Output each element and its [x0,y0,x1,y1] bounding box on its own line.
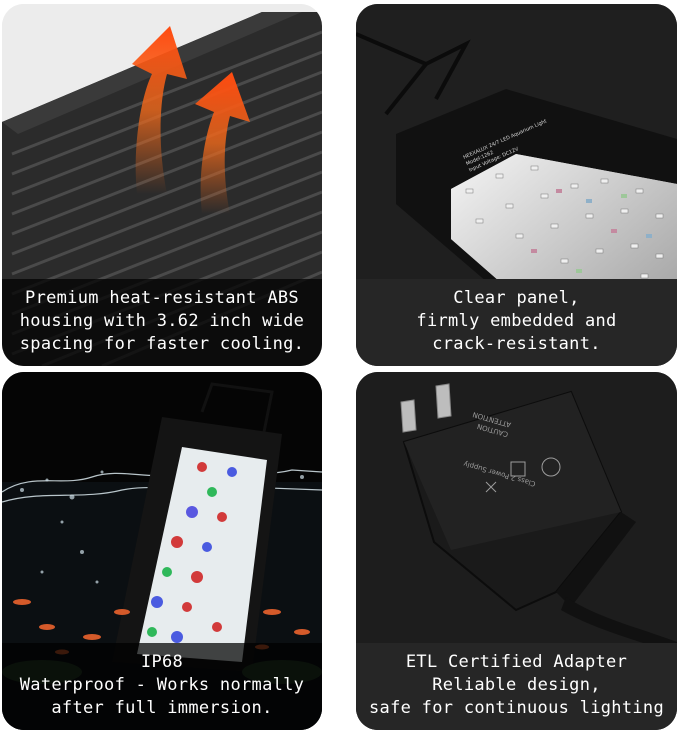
caption-line: Reliable design, [432,675,601,695]
caption-line: IP68 [140,652,184,672]
caption-line: after full immersion. [51,698,273,718]
caption-line: ETL Certified Adapter [405,652,628,672]
caption-line: spacing for faster cooling. [19,334,305,354]
caption-line: firmly embedded and [416,311,617,331]
led-dots [147,462,237,643]
waterproof-caption: IP68 Waterproof - Works normally after f… [2,643,322,730]
heat-housing-caption: Premium heat-resistant ABS housing with … [2,279,322,366]
waterproof-panel: IP68 Waterproof - Works normally after f… [2,372,322,730]
heat-housing-panel: Premium heat-resistant ABS housing with … [2,4,322,366]
housing-illustration [2,4,322,366]
caption-line: Waterproof - Works normally [19,675,305,695]
caption-line: Premium heat-resistant ABS [25,288,299,308]
caption-line: crack-resistant. [432,334,601,354]
etl-adapter-caption: ETL Certified Adapter Reliable design, s… [356,643,677,730]
caption-line: Clear panel, [453,288,580,308]
certification-marks-icon [485,457,561,493]
plug-prongs-icon [400,383,452,433]
mount-bracket [356,32,471,116]
caption-line: safe for continuous lighting [369,698,664,718]
caption-line: housing with 3.62 inch wide [19,311,305,331]
clear-panel-caption: Clear panel, firmly embedded and crack-r… [356,279,677,366]
heat-arrow-icon [132,26,250,214]
etl-adapter-panel: Class 2 Power Supply CAUTION ATTENTION E… [356,372,677,730]
mount-bracket [200,382,274,433]
clear-panel-panel: HEEXALUX 24/7 LED Aquarium Light Model:1… [356,4,677,366]
